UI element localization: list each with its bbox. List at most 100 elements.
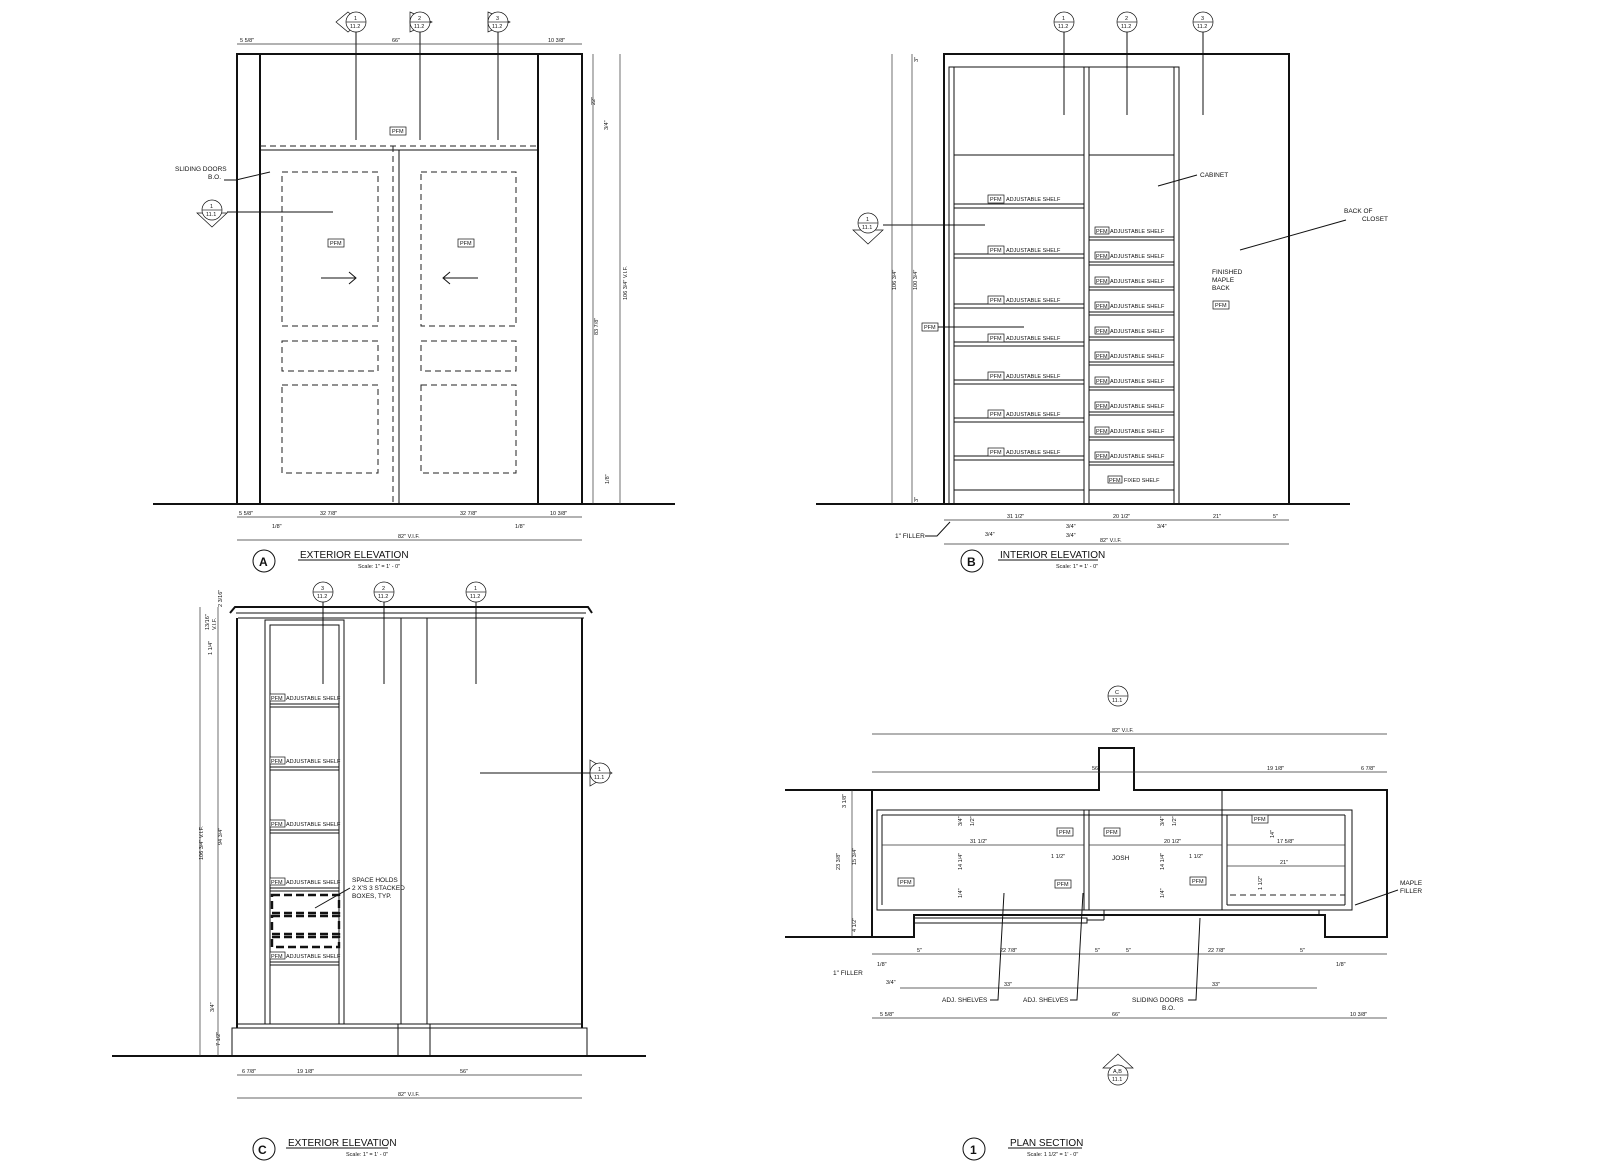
drawing-label: PFM <box>1096 379 1108 385</box>
drawing-label: 1/8" <box>605 474 611 484</box>
drawing-label: 3/4" <box>958 816 964 826</box>
view-a-exterior-elevation: PFM PFM PFM SLIDING DOORS B.O. 1 11.1 11… <box>153 11 675 573</box>
drawing-label: 2 <box>418 16 421 22</box>
drawing-label: 10 3/8" <box>1350 1012 1367 1018</box>
drawing-label: 5" <box>1095 948 1100 954</box>
drawing-label: ADJUSTABLE SHELF <box>1006 248 1061 254</box>
drawing-label: 19 1/8" <box>1267 766 1284 772</box>
drawing-label: 3 <box>321 586 324 592</box>
drawing-label: 11.2 <box>414 24 424 30</box>
drawing-label: 21" <box>1280 860 1288 866</box>
drawing-label: 32 7/8" <box>320 511 337 517</box>
view-scale: Scale: 1" = 1' - 0" <box>358 564 400 570</box>
drawing-label: 17 5/8" <box>1277 839 1294 845</box>
drawing-label: 11.2 <box>1058 24 1068 30</box>
drawing-label: MAPLE <box>1400 880 1423 887</box>
drawing-label: C <box>1115 690 1119 696</box>
drawing-label: 33" <box>1004 982 1012 988</box>
drawing-label: 3" <box>914 57 920 62</box>
drawing-label: ADJUSTABLE SHELF <box>286 880 341 886</box>
drawing-label: 14 1/4" <box>1160 853 1166 870</box>
drawing-label: C <box>258 1143 267 1157</box>
drawing-label: FINISHED <box>1212 269 1243 276</box>
drawing-label: 3 <box>496 16 499 22</box>
drawing-label: 3/4" <box>210 1002 216 1012</box>
drawing-label: 22 7/8" <box>1000 948 1017 954</box>
drawing-label: 5 5/8" <box>239 511 253 517</box>
drawing-label: 13/16" <box>205 614 211 630</box>
drawing-label: 1 1/4" <box>208 641 214 655</box>
drawing-label: 82" V.I.F. <box>398 1092 420 1098</box>
drawing-label: 11.1 <box>862 225 872 231</box>
drawing-label: PFM <box>271 822 283 828</box>
drawing-label: 5 5/8" <box>240 38 254 44</box>
drawing-label: 3/4" <box>1160 816 1166 826</box>
sliding-doors-note: SLIDING DOORS <box>175 166 227 173</box>
section-marker: 211.2 <box>409 11 433 140</box>
drawing-label: 66" <box>1112 1012 1120 1018</box>
drawing-label: BOXES, TYP. <box>352 893 392 900</box>
drawing-label: 1 <box>354 16 357 22</box>
drawing-label: PFM <box>271 880 283 886</box>
left-shelves <box>953 154 1085 491</box>
drawing-label: 5" <box>1273 514 1278 520</box>
drawing-label: 11.2 <box>470 594 480 600</box>
drawing-label: ADJUSTABLE SHELF <box>1006 450 1061 456</box>
drawing-label: PFM <box>1106 830 1118 836</box>
drawing-label: 21" <box>1213 514 1221 520</box>
drawing-label: 10 3/8" <box>550 511 567 517</box>
drawing-label: 20 1/2" <box>1113 514 1130 520</box>
drawing-label: A,B <box>1113 1069 1122 1075</box>
drawing-label: ADJUSTABLE SHELF <box>1110 404 1165 410</box>
drawing-label: 11.2 <box>1121 24 1131 30</box>
drawing-label: 5 5/8" <box>880 1012 894 1018</box>
pfm-tag: PFM <box>460 241 472 247</box>
drawing-label: 2 <box>382 586 385 592</box>
right-shelves <box>1088 154 1175 491</box>
drawing-label: INTERIOR ELEVATION <box>1000 550 1105 561</box>
section-marker: 311.2 <box>487 11 511 140</box>
drawing-label: 14" <box>1270 830 1276 838</box>
drawing-label: 56" <box>460 1069 468 1075</box>
drawing-label: 1 1/2" <box>1258 876 1264 890</box>
drawing-label: 1 <box>598 767 601 773</box>
drawing-label: 82" V.I.F. <box>1100 538 1122 544</box>
drawing-label: 11.1 <box>594 775 604 781</box>
drawing-label: ADJUSTABLE SHELF <box>1110 429 1165 435</box>
drawing-label: 3/4" <box>886 980 896 986</box>
drawing-label: 14 1/4" <box>958 853 964 870</box>
drawing-label: PFM <box>1215 303 1227 309</box>
drawing-label: 3/4" <box>604 120 610 130</box>
drawing-label: 1 <box>1062 16 1065 22</box>
drawing-label: PFM <box>1096 304 1108 310</box>
drawing-label: CABINET <box>1200 172 1228 179</box>
drawing-label: 1" FILLER <box>895 533 925 540</box>
drawing-label: 22" <box>591 97 597 105</box>
drawing-label: 3/4" <box>1066 533 1076 539</box>
drawing-label: 11.2 <box>1197 24 1207 30</box>
drawing-label: 2 X'S 3 STACKED <box>352 885 405 892</box>
drawing-label: 3/4" <box>985 532 995 538</box>
drawing-label: Scale: 1" = 1' - 0" <box>346 1152 388 1158</box>
drawing-label: BACK OF <box>1344 208 1373 215</box>
drawing-label: PFM <box>1096 329 1108 335</box>
drawing-label: SPACE HOLDS <box>352 877 398 884</box>
drawing-label: ADJUSTABLE SHELF <box>286 696 341 702</box>
drawing-label: 1 <box>210 204 213 210</box>
drawing-label: PFM <box>1096 429 1108 435</box>
drawing-label: 20 1/2" <box>1164 839 1181 845</box>
drawing-label: CLOSET <box>1362 216 1388 223</box>
view-letter: A <box>259 555 268 569</box>
drawing-label: 83 7/8" <box>594 318 600 335</box>
drawing-label: 11.2 <box>317 594 327 600</box>
drawing-label: 3/4" <box>1066 524 1076 530</box>
drawing-label: 22 7/8" <box>1208 948 1225 954</box>
drawing-label: 23 3/8" <box>836 853 842 870</box>
drawing-label: ADJUSTABLE SHELF <box>1110 304 1165 310</box>
drawing-label: 1/2" <box>970 816 976 826</box>
drawing-label: PFM <box>990 450 1002 456</box>
drawing-label: PFM <box>1254 817 1266 823</box>
drawing-label: 3/4" <box>1157 524 1167 530</box>
view-1-plan-section: C11.1 PFM PFM PFM PFM PFM PFM JOSH 31 1/… <box>785 685 1423 1161</box>
